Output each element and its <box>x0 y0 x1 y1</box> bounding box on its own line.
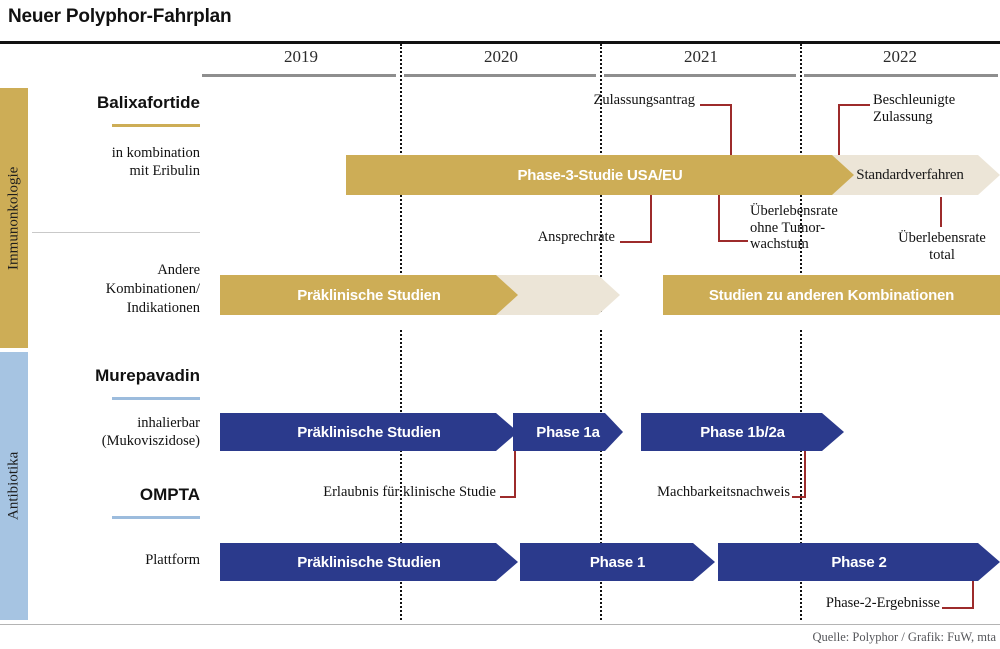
axis-segment-2020 <box>404 74 596 77</box>
bar-praeklinische-studien-ompta[interactable]: Präklinische Studien <box>220 543 518 581</box>
row-sublabel-ompta-1: Plattform <box>145 552 200 568</box>
source-credit: Quelle: Polyphor / Grafik: FuW, mta <box>812 630 996 644</box>
row-underline-balixafortide <box>112 124 200 127</box>
bar-phase-1a[interactable]: Phase 1a <box>513 413 623 451</box>
row-sublabel-murepavadin-1: inhalierbar <box>137 415 200 431</box>
leader-zulassungsantrag-v <box>730 104 732 155</box>
row-title-ompta: OMPTA <box>139 485 200 504</box>
year-divider-2020-2021-lower <box>600 330 602 620</box>
row-sublabel-balixafortide-2: mit Eribulin <box>129 163 200 179</box>
bar-label-praeklinische-studien-immuno: Präklinische Studien <box>297 286 441 304</box>
leader-ueberleben-ohne-v <box>718 195 720 242</box>
bar-phase-2[interactable]: Phase 2 <box>718 543 1000 581</box>
page-title: Neuer Polyphor-Fahrplan <box>8 6 232 27</box>
leader-ansprechrate-v <box>650 195 652 243</box>
year-label-2019: 2019 <box>284 47 318 66</box>
bar-label-studien-andere-kombinationen: Studien zu anderen Kombinationen <box>708 286 955 304</box>
annotation-machbarkeitsnachweis: Machbarkeitsnachweis <box>657 484 790 500</box>
leader-erlaubnis-h <box>500 496 516 498</box>
year-divider-2019-2020-lower <box>400 330 402 620</box>
year-label-2021: 2021 <box>684 47 718 66</box>
axis-segment-2022 <box>804 74 998 77</box>
annotation-zulassungsantrag: Zulassungsantrag <box>593 92 695 108</box>
bar-phase3-studie[interactable]: Phase-3-Studie USA/EU <box>346 155 854 195</box>
leader-machbarkeit-h <box>792 496 806 498</box>
bar-label-phase-1: Phase 1 <box>589 553 646 571</box>
bar-phase-1[interactable]: Phase 1 <box>520 543 715 581</box>
year-label-2020: 2020 <box>484 47 518 66</box>
leader-machbarkeit-v <box>804 451 806 496</box>
bar-phase-1b-2a[interactable]: Phase 1b/2a <box>641 413 844 451</box>
annotation-ueberlebensrate-total: Überlebensrate total <box>898 230 986 263</box>
bar-studien-andere-kombinationen[interactable]: Studien zu anderen Kombinationen <box>663 275 1000 315</box>
bar-praeklinische-studien-immuno[interactable]: Präklinische Studien <box>220 275 518 315</box>
bar-label-phase-1b-2a: Phase 1b/2a <box>700 423 785 441</box>
leader-ansprechrate-h <box>620 241 652 243</box>
bar-label-phase-1a: Phase 1a <box>536 423 600 441</box>
axis-segment-2021 <box>604 74 796 77</box>
leader-beschleunigte-v <box>838 104 840 155</box>
annotation-erlaubnis-klinische-studie: Erlaubnis für klinische Studie <box>323 484 496 500</box>
bar-label-praeklinische-studien-ompta: Präklinische Studien <box>297 553 441 571</box>
annotation-beschleunigte-zulassung: Beschleunigte Zulassung <box>873 92 956 125</box>
bar-label-phase-2: Phase 2 <box>831 553 887 571</box>
row-sublabel-andere-2: Kombinationen/ <box>105 281 200 297</box>
bar-label-praeklinische-studien-murepavadin: Präklinische Studien <box>297 423 441 441</box>
leader-ueberleben-total-v <box>940 197 942 227</box>
year-divider-2021-2022-lower <box>800 330 802 620</box>
row-sublabel-andere-3: Indikationen <box>126 300 200 316</box>
annotation-ueberlebensrate-ohne-tumorwachstum: Überlebensrate ohne Tumor- wachstum <box>750 203 838 253</box>
category-rail-antibiotika <box>0 352 28 620</box>
category-label-immunonkologie: Immunonkologie <box>5 166 22 270</box>
axis-segment-2019 <box>202 74 396 77</box>
year-label-2022: 2022 <box>883 47 917 66</box>
row-sublabel-balixafortide-1: in kombination <box>111 145 200 161</box>
footer-divider <box>0 624 1000 625</box>
category-label-antibiotika: Antibiotika <box>5 451 22 521</box>
leader-erlaubnis-v <box>514 451 516 496</box>
row-title-balixafortide: Balixafortide <box>97 93 200 112</box>
leader-beschleunigte-h <box>838 104 870 106</box>
row-title-murepavadin: Murepavadin <box>95 366 200 385</box>
row-sublabel-murepavadin-2: (Mukoviszidose) <box>101 433 200 449</box>
row-sublabel-andere-1: Andere <box>157 262 200 278</box>
title-divider <box>0 41 1000 44</box>
row-underline-ompta <box>112 516 200 519</box>
bar-label-standardverfahren: Standardverfahren <box>856 166 964 183</box>
leader-ueberleben-ohne-h <box>718 240 748 242</box>
bar-praeklinische-studien-murepavadin[interactable]: Präklinische Studien <box>220 413 518 451</box>
leader-zulassungsantrag-h <box>700 104 732 106</box>
row-separator-1 <box>32 232 200 233</box>
category-rail-immunonkologie <box>0 88 28 348</box>
leader-phase2-h <box>942 607 974 609</box>
annotation-phase-2-ergebnisse: Phase-2-Ergebnisse <box>825 595 940 611</box>
annotation-ansprechrate: Ansprechrate <box>537 229 615 245</box>
row-underline-murepavadin <box>112 397 200 400</box>
leader-phase2-v <box>972 581 974 608</box>
bar-label-phase3-studie: Phase-3-Studie USA/EU <box>517 166 683 184</box>
